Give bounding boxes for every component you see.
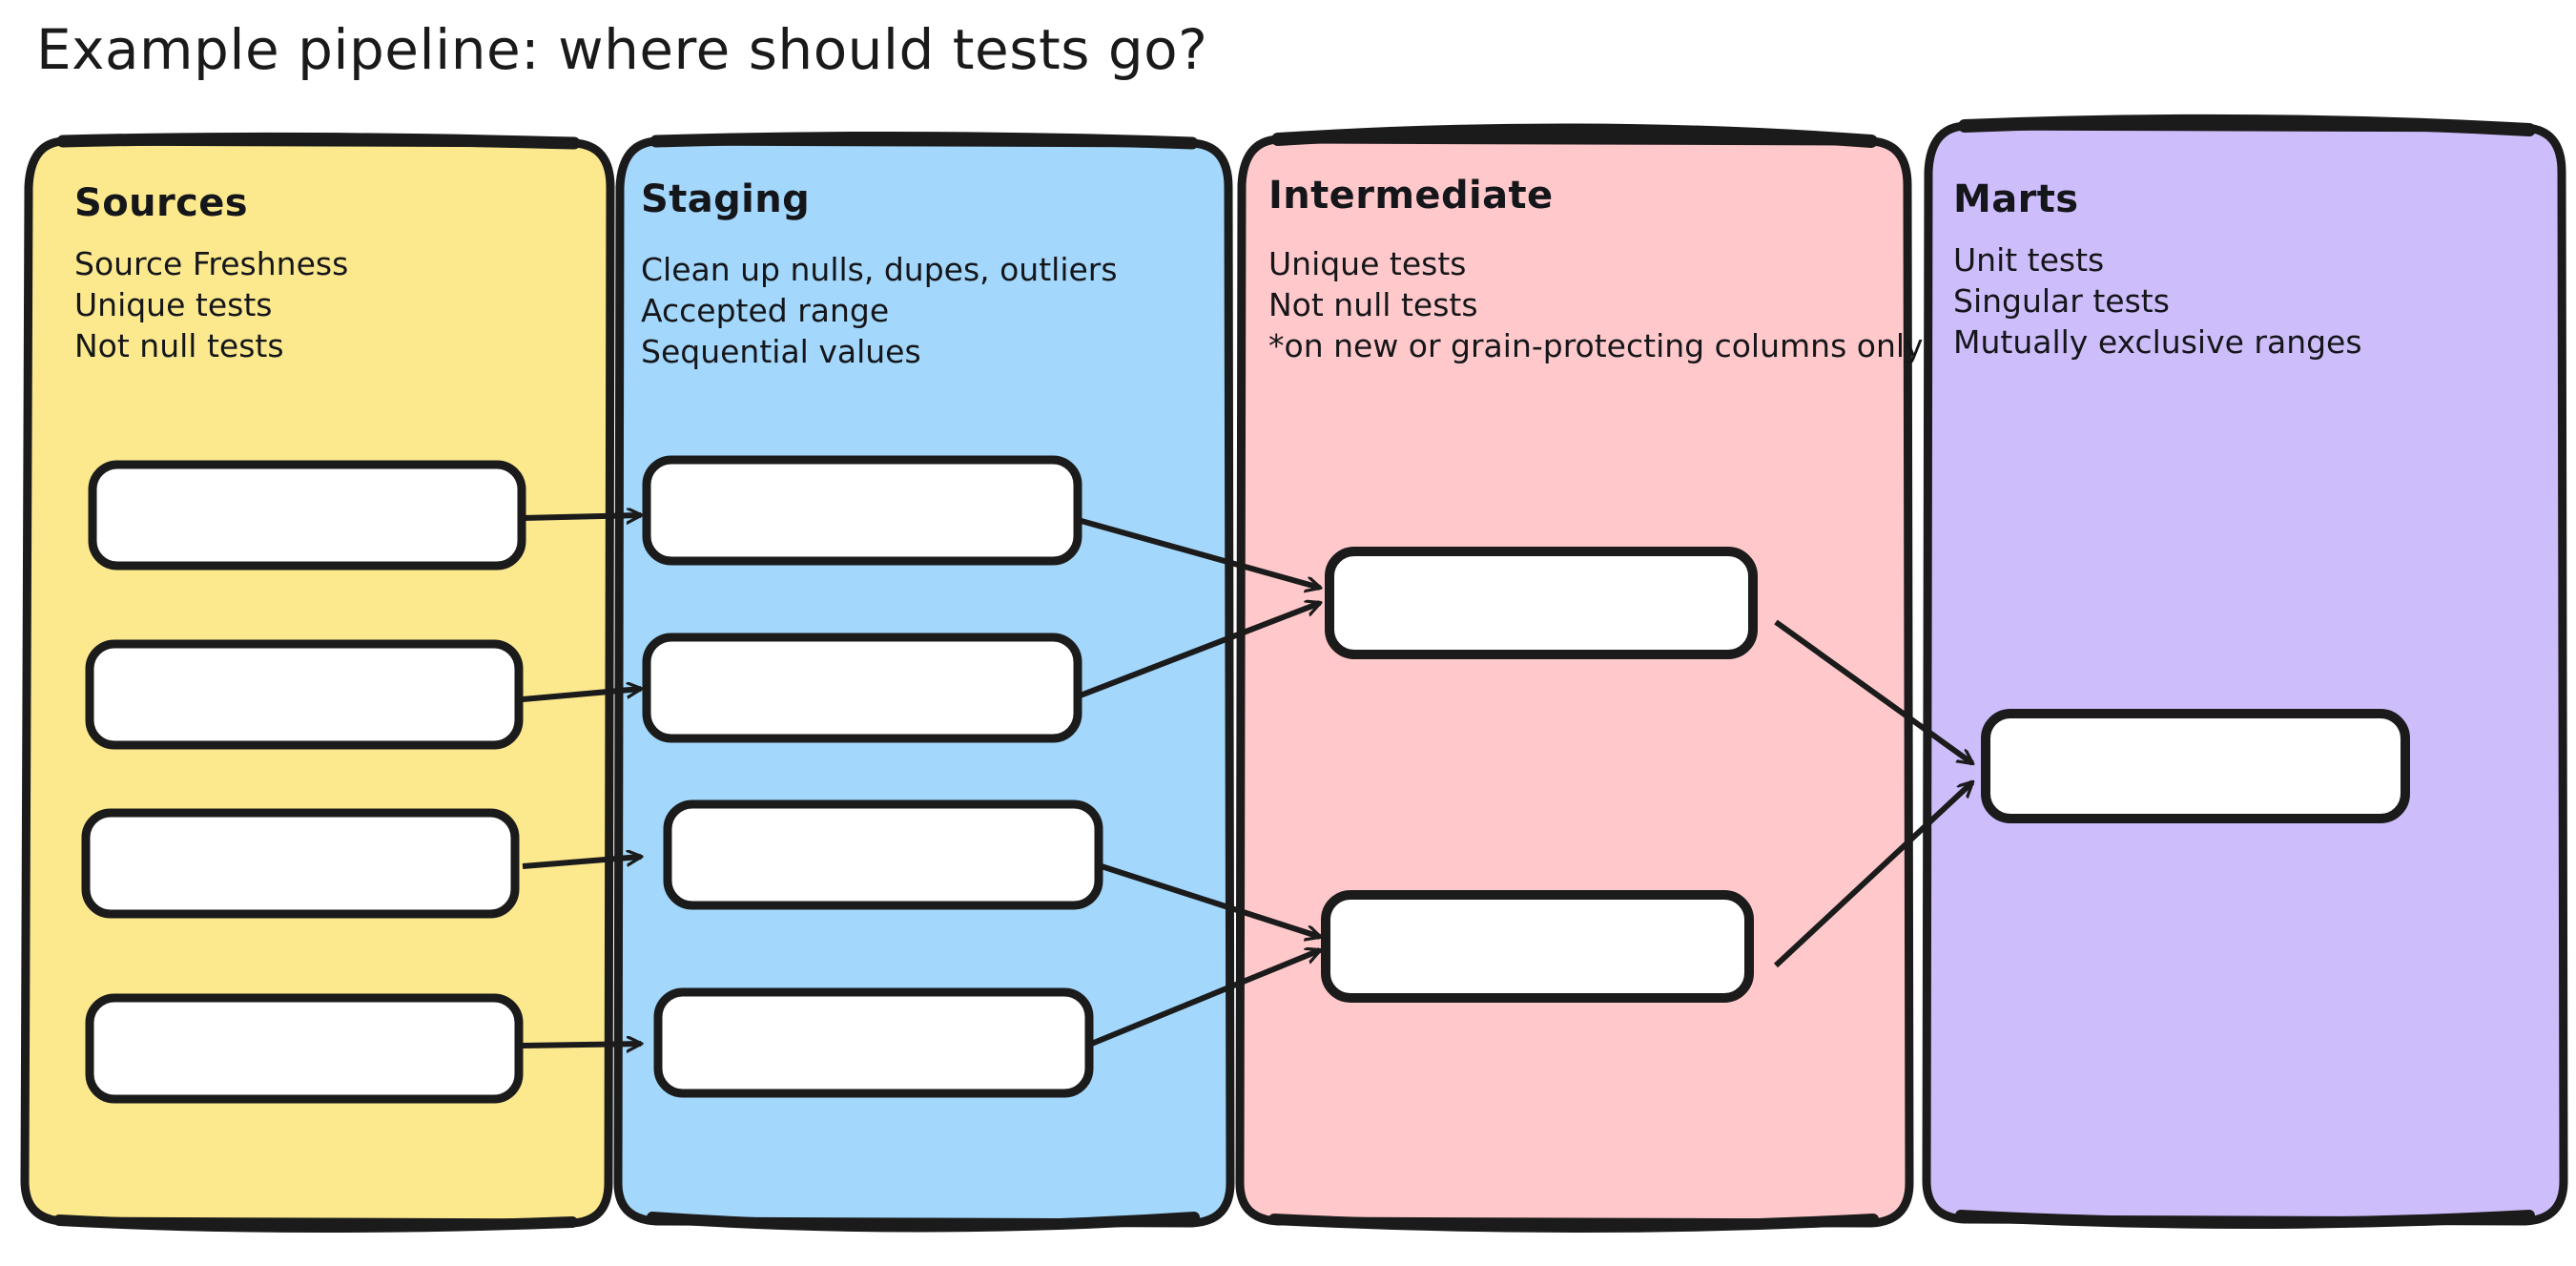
node-mart-1[interactable] [1981,709,2410,823]
lane-line: Clean up nulls, dupes, outliers [641,251,1118,288]
page-title: Example pipeline: where should tests go? [36,17,1208,82]
lane-title-staging: Staging [641,177,811,221]
lane-lines-sources: Source Freshness Unique tests Not null t… [74,244,348,367]
node-src-1[interactable] [88,460,526,571]
lane-line: Not null tests [1268,285,1478,323]
edge-src2-stg2 [522,689,641,702]
edge-stg1-int1 [1077,517,1320,588]
lane-line: Sequential values [641,332,921,370]
lane-line: Unit tests [1953,241,2105,279]
edge-stg2-int1 [1076,603,1320,699]
lane-title-marts: Marts [1953,177,2079,221]
node-stg-1[interactable] [642,455,1082,566]
lane-shape-intermediate-topstroke [1271,123,1878,148]
node-stg-4[interactable] [653,987,1094,1098]
lane-line: Not null tests [74,326,284,364]
edge-int1-mart1 [1774,619,1972,766]
lane-line: *on new or grain-protecting columns only [1268,326,1924,364]
lane-line: Unique tests [74,285,273,323]
node-src-3[interactable] [81,808,520,919]
lane-shape-marts-topstroke [1958,114,2536,136]
lane-line: Singular tests [1953,281,2170,320]
edge-src4-stg4 [522,1044,641,1046]
lane-shape-intermediate-botstroke [1268,1214,1879,1233]
lane-shape-marts-botstroke [1955,1210,2535,1229]
lane-line: Mutually exclusive ranges [1953,322,2362,361]
lane-lines-marts: Unit tests Singular tests Mutually exclu… [1953,240,2362,363]
edge-stg4-int2 [1076,950,1320,1052]
lane-lines-staging: Clean up nulls, dupes, outliers Accepted… [641,250,1118,373]
node-stg-2[interactable] [642,633,1082,743]
node-src-4[interactable] [85,993,524,1104]
edge-stg3-int2 [1077,856,1320,937]
node-stg-3[interactable] [663,799,1103,910]
lane-title-intermediate: Intermediate [1268,174,1554,218]
node-int-2[interactable] [1321,890,1754,1003]
lane-shape-sources-botstroke [53,1214,578,1234]
lane-line: Source Freshness [74,245,349,282]
lane-shape-staging-botstroke [647,1212,1200,1233]
node-int-1[interactable] [1325,547,1758,659]
edge-src3-stg3 [522,857,641,869]
edge-src1-stg1 [522,515,641,518]
lane-lines-intermediate: Unique tests Not null tests *on new or g… [1268,244,1924,367]
node-src-2[interactable] [85,639,524,750]
lane-shape-staging-topstroke [649,131,1199,150]
lane-line: Unique tests [1268,245,1467,282]
lane-shape-sources-topstroke [56,132,581,150]
edge-int2-mart1 [1773,782,1972,968]
lane-line: Accepted range [641,291,890,329]
lane-title-sources: Sources [74,181,248,225]
